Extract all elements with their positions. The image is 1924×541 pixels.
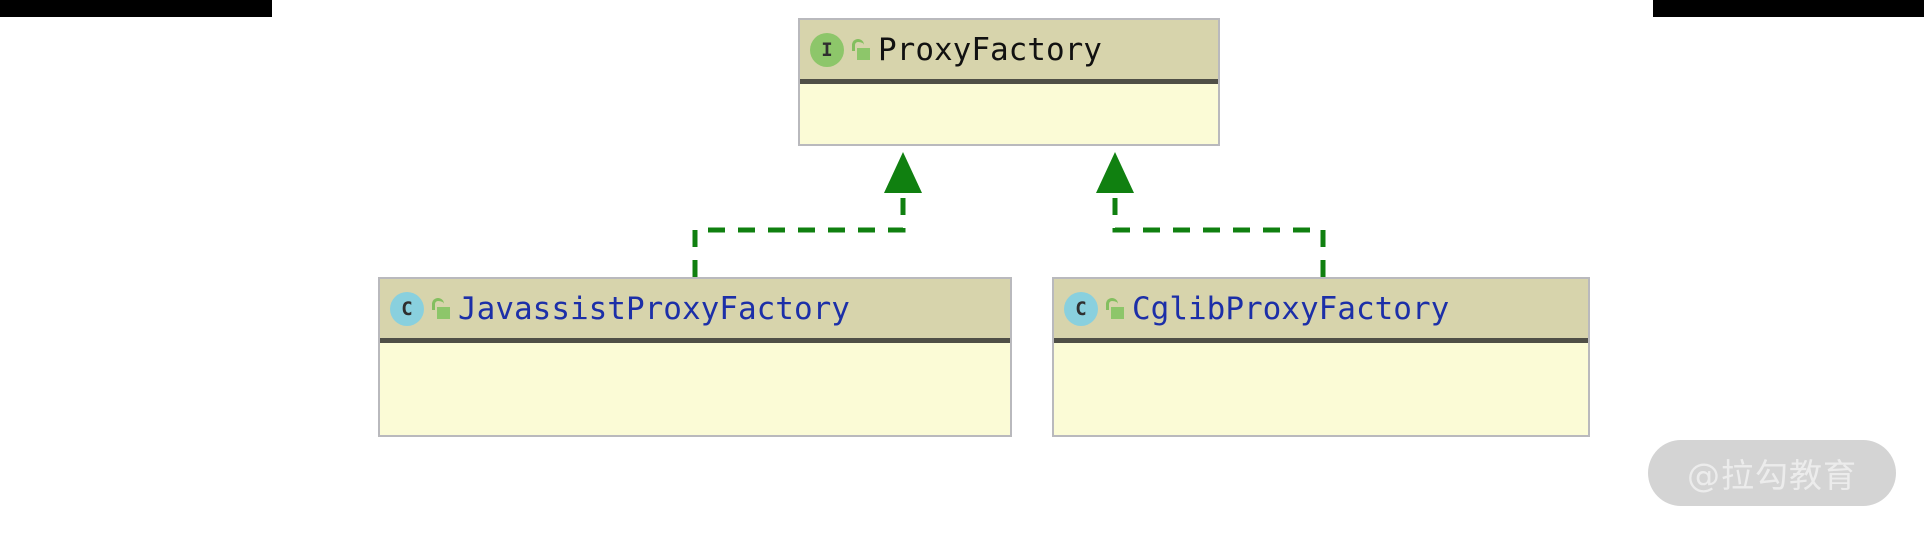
letterbox-bar-left bbox=[0, 0, 272, 17]
realization-arrowhead-left bbox=[884, 152, 922, 193]
class-badge-icon: C bbox=[1064, 291, 1098, 326]
uml-node-members bbox=[1054, 343, 1588, 434]
letterbox-bar-right bbox=[1653, 0, 1924, 17]
realization-arrowhead-right bbox=[1096, 152, 1134, 193]
interface-badge-icon: I bbox=[810, 32, 844, 67]
uml-node-members bbox=[800, 84, 1218, 143]
open-padlock-icon bbox=[1104, 297, 1124, 320]
uml-node-javassist-proxy-factory[interactable]: C JavassistProxyFactory bbox=[378, 277, 1012, 437]
uml-node-header: C JavassistProxyFactory bbox=[380, 279, 1010, 343]
watermark-text: @拉勾教育 bbox=[1687, 456, 1857, 495]
watermark-badge: @拉勾教育 bbox=[1648, 440, 1896, 506]
uml-node-proxy-factory[interactable]: I ProxyFactory bbox=[798, 18, 1220, 146]
connector-javassist-realizes-proxyfactory bbox=[692, 152, 922, 277]
uml-node-title: ProxyFactory bbox=[878, 31, 1102, 68]
class-badge-icon: C bbox=[390, 291, 424, 326]
uml-node-header: C CglibProxyFactory bbox=[1054, 279, 1588, 343]
open-padlock-icon bbox=[430, 297, 450, 320]
connector-cglib-realizes-proxyfactory bbox=[1096, 152, 1326, 277]
uml-node-title: JavassistProxyFactory bbox=[458, 290, 850, 327]
uml-node-title: CglibProxyFactory bbox=[1132, 290, 1450, 327]
uml-node-header: I ProxyFactory bbox=[800, 20, 1218, 84]
open-padlock-icon bbox=[850, 38, 870, 61]
uml-node-members bbox=[380, 343, 1010, 434]
uml-node-cglib-proxy-factory[interactable]: C CglibProxyFactory bbox=[1052, 277, 1590, 437]
